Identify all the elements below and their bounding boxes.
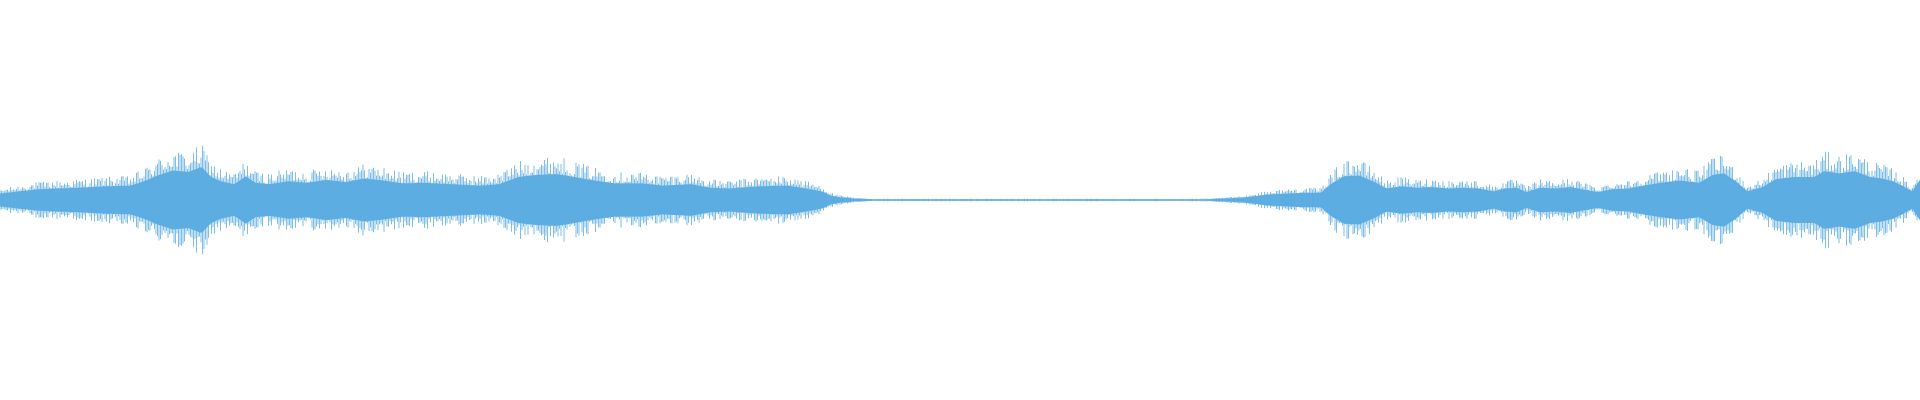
waveform-bars	[0, 145, 1920, 255]
